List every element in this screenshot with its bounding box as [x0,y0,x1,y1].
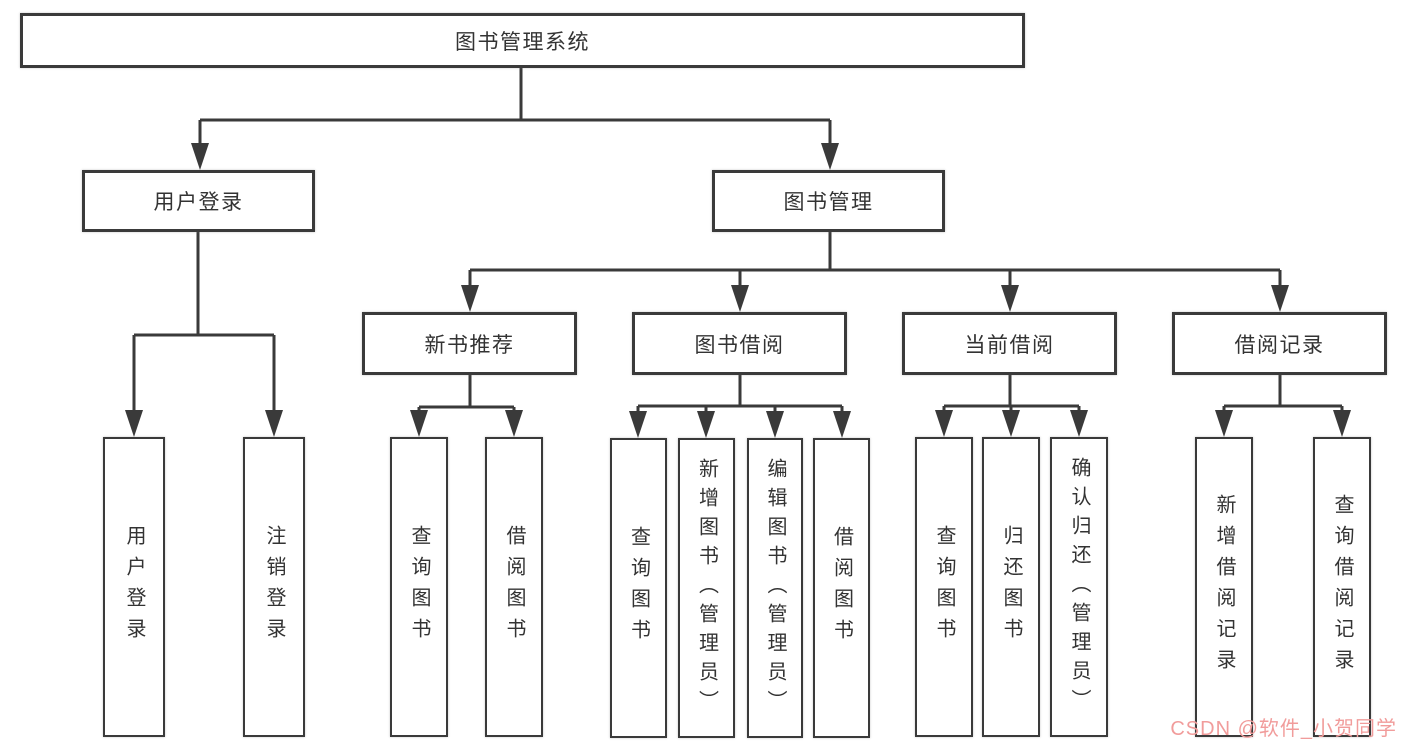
leaf-label: 归还图书 [1000,525,1022,649]
leaf-label: 查询图书 [408,525,430,649]
leaf-user-login: 用户登录 [103,437,165,737]
node-user-login: 用户登录 [82,170,315,232]
leaf-query-books-3: 查询图书 [915,437,973,737]
leaf-edit-books-admin: 编辑图书（管理员） [747,438,803,738]
leaf-label: 确认归还（管理员） [1068,456,1090,718]
leaf-query-books-1: 查询图书 [390,437,448,737]
leaf-label: 查询图书 [627,526,650,650]
leaf-return-books: 归还图书 [982,437,1040,737]
leaf-confirm-return-admin: 确认归还（管理员） [1050,437,1108,737]
leaf-label: 查询借阅记录 [1331,494,1353,680]
node-label: 图书管理系统 [455,30,590,54]
leaf-label: 查询图书 [933,525,955,649]
leaf-label: 借阅图书 [830,526,853,650]
csdn-watermark: CSDN @软件_小贺同学 [1170,718,1397,740]
node-book-management: 图书管理 [712,170,945,232]
leaf-label: 新增图书（管理员） [695,457,718,719]
node-current-borrowing: 当前借阅 [902,312,1117,375]
leaf-label: 编辑图书（管理员） [764,457,786,719]
leaf-label: 新增借阅记录 [1213,494,1235,680]
node-borrow-records: 借阅记录 [1172,312,1387,375]
node-library-management-system: 图书管理系统 [20,13,1025,68]
node-label: 借阅记录 [1234,333,1325,357]
node-label: 图书借阅 [694,333,785,357]
leaf-label: 借阅图书 [503,525,525,649]
node-label: 图书管理 [783,191,874,214]
leaf-borrow-books-1: 借阅图书 [485,437,543,737]
leaf-add-borrow-record: 新增借阅记录 [1195,437,1253,737]
node-new-book-recommend: 新书推荐 [362,312,577,375]
leaf-add-books-admin: 新增图书（管理员） [678,438,735,738]
leaf-query-borrow-record: 查询借阅记录 [1313,437,1371,737]
leaf-label: 用户登录 [123,525,145,649]
node-label: 用户登录 [153,191,244,214]
node-book-borrowing: 图书借阅 [632,312,847,375]
leaf-query-books-2: 查询图书 [610,438,667,738]
leaf-label: 注销登录 [263,525,285,649]
node-label: 新书推荐 [424,333,515,357]
leaf-logout: 注销登录 [243,437,305,737]
node-label: 当前借阅 [964,333,1055,357]
leaf-borrow-books-2: 借阅图书 [813,438,870,738]
